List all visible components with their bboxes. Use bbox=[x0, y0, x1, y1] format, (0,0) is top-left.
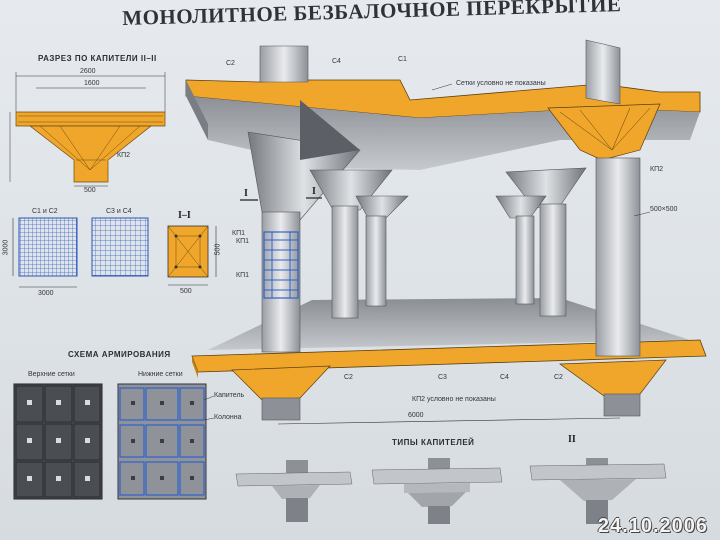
label-c2-top: С2 bbox=[226, 60, 235, 67]
reinforcement-heading: СХЕМА АРМИРОВАНИЯ bbox=[68, 350, 171, 359]
bottom-mesh-label: Нижние сетки bbox=[138, 371, 183, 378]
column-section-drawing bbox=[167, 225, 217, 286]
label-cut-I-left: I bbox=[244, 188, 248, 199]
mesh-left-label: С1 и С2 bbox=[32, 208, 58, 215]
capital-types-heading: ТИПЫ КАПИТЕЛЕЙ bbox=[392, 438, 475, 447]
label-kp1-a: КП1 bbox=[236, 238, 250, 245]
label-c2-bottom-a: С2 bbox=[344, 374, 353, 381]
column-dim-side: 500 bbox=[214, 243, 222, 256]
label-cut-I-right: I bbox=[312, 186, 316, 197]
capital-dim-top: 2600 bbox=[80, 68, 96, 75]
capital-dim-top2: 1600 bbox=[84, 80, 100, 87]
photo-date-stamp: 24.10.2006 bbox=[597, 515, 708, 537]
capital-section-heading: РАЗРЕЗ ПО КАПИТЕЛИ II–II bbox=[38, 54, 157, 63]
capital-section-drawing bbox=[9, 72, 166, 187]
capital-label-kp2: КП2 bbox=[117, 152, 131, 159]
label-c4-bottom: С4 bbox=[500, 374, 509, 381]
capital-dim-bottom: 500 bbox=[84, 187, 96, 194]
mesh-right-label: С3 и С4 bbox=[106, 208, 132, 215]
main-perspective-drawing bbox=[185, 39, 707, 425]
label-kp1-b: КП1 bbox=[236, 272, 250, 279]
legend-column: Колонна bbox=[214, 414, 242, 421]
column-dim-bottom: 500 bbox=[180, 288, 192, 295]
capital-types-drawings bbox=[235, 458, 667, 524]
column-section-heading: I–I bbox=[178, 210, 191, 221]
mesh-dim-bottom: 3000 bbox=[38, 290, 54, 297]
mesh-panels bbox=[12, 217, 149, 288]
legend-capital: Капитель bbox=[214, 392, 245, 399]
reinforcement-scheme bbox=[13, 383, 215, 500]
label-kp2-right: КП2 bbox=[650, 166, 664, 173]
label-col-size: 500×500 bbox=[650, 206, 678, 213]
label-kp2-note: КП2 условно не показаны bbox=[412, 396, 496, 403]
column-label-kp1: КП1 bbox=[232, 230, 246, 237]
label-c4-top: С4 bbox=[332, 58, 341, 65]
label-dim-6000: 6000 bbox=[408, 412, 424, 419]
label-mesh-note: Сетки условно не показаны bbox=[456, 80, 546, 87]
label-c1-top: С1 bbox=[398, 56, 407, 63]
label-c2-bottom-b: С2 bbox=[554, 374, 563, 381]
capital-types-cut-mark: II bbox=[568, 434, 576, 445]
top-mesh-label: Верхние сетки bbox=[28, 371, 75, 378]
mesh-dim-side: 3000 bbox=[2, 239, 10, 256]
label-c3-bottom: С3 bbox=[438, 374, 447, 381]
